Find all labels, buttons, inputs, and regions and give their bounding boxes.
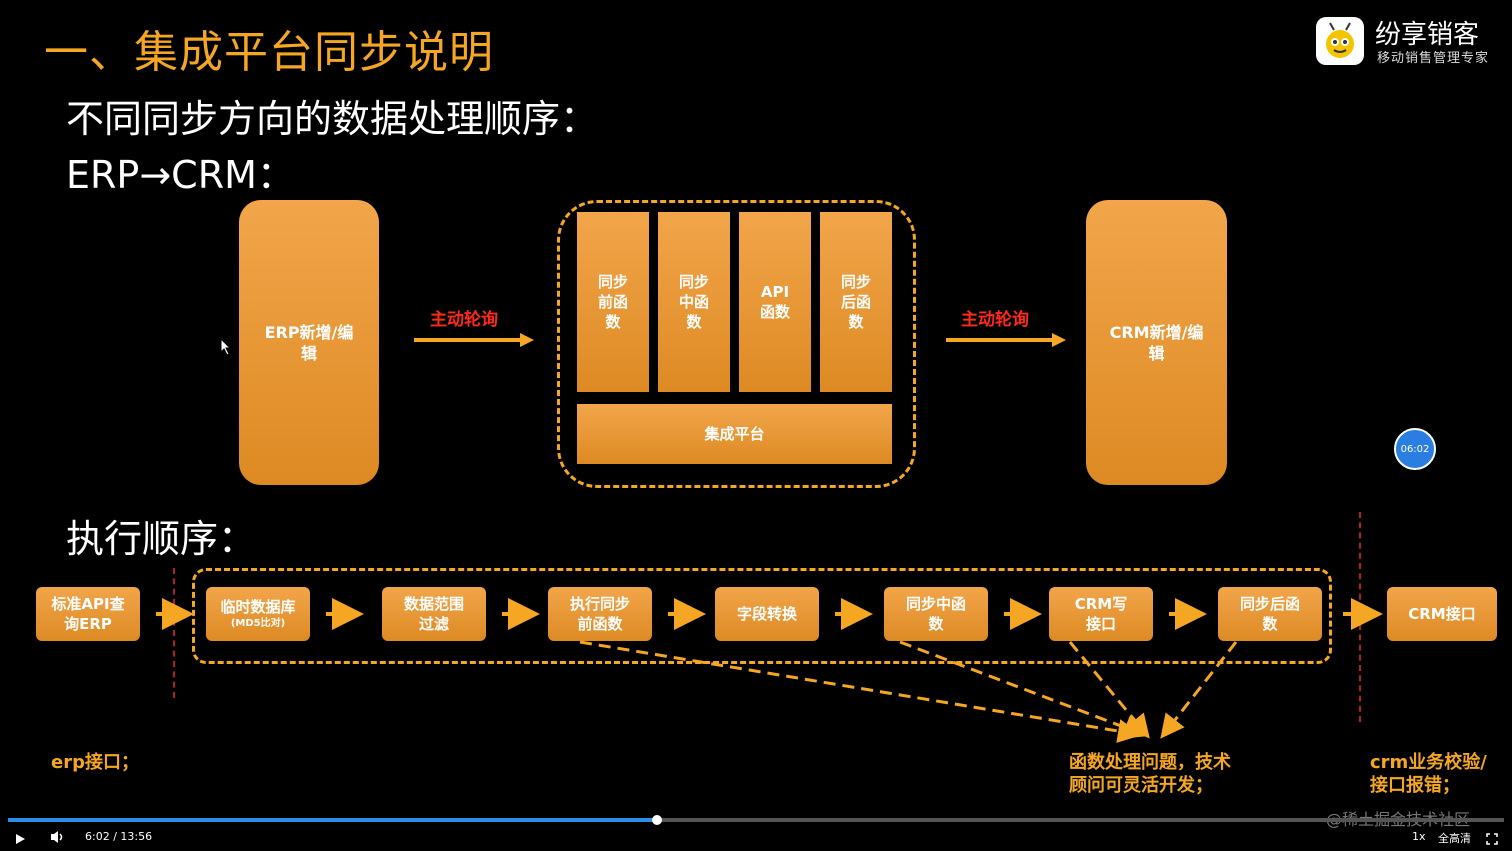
time-display: 6:02 / 13:56	[85, 830, 153, 843]
crm-box-label: CRM新增/编辑	[1109, 322, 1204, 363]
arrow-right-head	[1052, 333, 1066, 347]
quality-button[interactable]: 全高清	[1438, 832, 1471, 845]
slide-title: 一、集成平台同步说明	[44, 27, 494, 78]
arrow-left-head	[520, 333, 534, 347]
col-pre-function: 同步前函数	[577, 212, 649, 392]
col-post-function: 同步后函数	[820, 212, 892, 392]
arrow-right	[946, 338, 1052, 342]
arrow-left	[414, 338, 520, 342]
col-mid-function: 同步中函数	[658, 212, 730, 392]
play-icon[interactable]	[14, 830, 26, 849]
progress-knob[interactable]	[652, 815, 662, 825]
logo-name: 纷享销客	[1375, 20, 1480, 50]
step-crm-interface: CRM接口	[1387, 587, 1497, 641]
step-range-filter: 数据范围过滤	[382, 587, 486, 641]
volume-icon[interactable]	[50, 829, 66, 848]
step-mid-function: 同步中函数	[884, 587, 988, 641]
step-field-convert: 字段转换	[715, 587, 819, 641]
time-badge[interactable]: 06:02	[1394, 428, 1436, 470]
note-function-1: 函数处理问题，技术	[1069, 752, 1231, 773]
step-pre-function: 执行同步前函数	[548, 587, 652, 641]
col-api-function: API函数	[739, 212, 811, 392]
erp-box: ERP新增/编辑	[239, 200, 379, 485]
poll-label-left: 主动轮询	[430, 310, 498, 330]
fullscreen-icon[interactable]	[1486, 830, 1498, 849]
step-crm-write: CRM写接口	[1049, 587, 1153, 641]
note-erp: erp接口；	[51, 752, 139, 773]
platform-bar: 集成平台	[577, 404, 892, 464]
note-crm-2: 接口报错；	[1370, 775, 1460, 796]
logo-bee-icon	[1316, 17, 1364, 65]
slide-subtitle: 不同同步方向的数据处理顺序：	[66, 97, 599, 141]
progress-track[interactable]	[8, 818, 1504, 822]
step-erp-query: 标准API查询ERP	[36, 587, 140, 641]
divider-left	[173, 568, 175, 698]
exec-heading: 执行顺序：	[66, 517, 257, 561]
crm-box: CRM新增/编辑	[1086, 200, 1227, 485]
step-post-function: 同步后函数	[1218, 587, 1322, 641]
speed-button[interactable]: 1x	[1412, 830, 1426, 843]
note-function-2: 顾问可灵活开发；	[1069, 775, 1213, 796]
logo-tagline: 移动销售管理专家	[1377, 51, 1490, 66]
erp-box-label: ERP新增/编辑	[264, 322, 354, 363]
sync-direction: ERP→CRM：	[66, 153, 295, 197]
step-temp-db: 临时数据库 (MD5比对)	[206, 587, 310, 641]
poll-label-right: 主动轮询	[961, 310, 1029, 330]
platform-dashed-frame	[557, 200, 916, 488]
note-crm-1: crm业务校验/	[1370, 752, 1487, 773]
progress-fill	[8, 818, 657, 822]
cursor-icon	[220, 337, 232, 360]
